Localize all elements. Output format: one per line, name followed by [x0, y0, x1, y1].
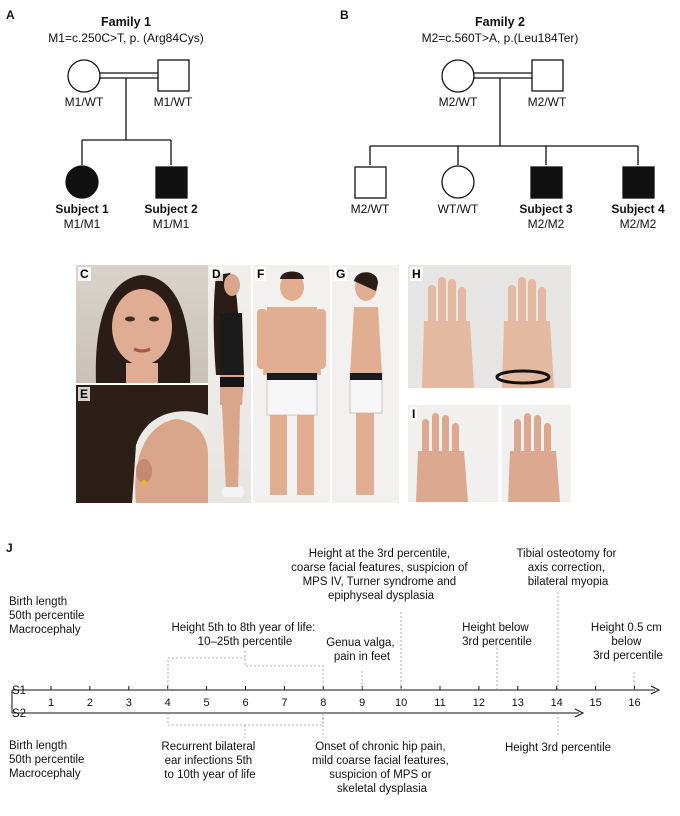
family1-subject2-genotype: M1/M1: [153, 217, 190, 231]
s1-tibial-annotation: Tibial osteotomy for axis correction, bi…: [516, 548, 619, 588]
s1-birth-annotation: Birth length 50th percentile Macrocephal…: [9, 596, 88, 636]
panel-label-f: F: [255, 267, 267, 281]
timeline-tick-label-16: 16: [628, 697, 640, 709]
panel-label-e: E: [78, 387, 91, 401]
family1-mother-genotype: M1/WT: [65, 95, 104, 109]
hands-dorsal-illustration: [422, 277, 554, 388]
s1-axis-arrow: [650, 685, 661, 695]
family2-father-symbol: [531, 59, 564, 92]
timeline-tick-label-5: 5: [204, 697, 210, 709]
timeline-tick-label-6: 6: [242, 697, 248, 709]
s2-label: S2: [12, 708, 26, 720]
family2-subject3-name: Subject 3: [519, 202, 573, 216]
pedigree-panels: A B Family 1 M1=c.250C>T, p. (Arg84Cys) …: [6, 8, 665, 231]
panel-label-c: C: [78, 267, 91, 281]
timeline-tick-label-4: 4: [165, 697, 171, 709]
timeline-tick-label-12: 12: [473, 697, 485, 709]
family1-title: Family 1: [101, 15, 151, 29]
timeline-tick-label-9: 9: [359, 697, 365, 709]
panel-label-b: B: [340, 8, 349, 22]
timeline-tick-label-8: 8: [320, 697, 326, 709]
s2-birth-annotation: Birth length 50th percentile Macrocephal…: [9, 740, 88, 780]
family2-child2-genotype: WT/WT: [438, 202, 479, 216]
family2-subject3-symbol: [530, 166, 563, 199]
family1-subject1-symbol: [65, 165, 99, 199]
family2-subject4-name: Subject 4: [611, 202, 665, 216]
photo-i-hands-palmar: I: [408, 405, 571, 502]
face-front-illustration: [95, 275, 191, 383]
timeline-tick-label-15: 15: [589, 697, 601, 709]
timeline-tick-label-14: 14: [551, 697, 563, 709]
s1-genua-annotation: Genua valga, pain in feet: [326, 637, 398, 663]
timeline-tick-label-2: 2: [87, 697, 93, 709]
photo-g-body-side: G: [332, 265, 399, 503]
photo-e-ear-profile: E: [76, 385, 208, 503]
ear-profile-illustration: [76, 385, 208, 503]
family2-title: Family 2: [475, 15, 525, 29]
s2-hip-annotation: Onset of chronic hip pain, mild coarse f…: [312, 741, 452, 795]
hands-palmar-illustration: [416, 405, 560, 502]
s2-height-3rd-annotation: Height 3rd percentile: [505, 742, 611, 754]
family2-subject3-genotype: M2/M2: [528, 217, 565, 231]
family1-mutation: M1=c.250C>T, p. (Arg84Cys): [48, 31, 203, 45]
timeline-tick-label-11: 11: [434, 697, 445, 709]
photo-d-body-profile: D: [208, 265, 251, 503]
family2-child1-genotype: M2/WT: [351, 202, 390, 216]
s1-height-below-annotation: Height below 3rd percentile: [462, 622, 532, 648]
s1-height-3rd-annotation: Height at the 3rd percentile, coarse fac…: [291, 548, 471, 602]
leader-s1-height-5-8-start: [167, 657, 245, 690]
body-side-illustration: [349, 272, 383, 495]
timeline-tick-label-10: 10: [395, 697, 407, 709]
leader-s2-ear-span: [167, 713, 324, 726]
photo-c-face-front: C: [76, 265, 208, 383]
s1-height-05-annotation: Height 0.5 cm below 3rd percentile: [591, 622, 665, 662]
family1-father-genotype: M1/WT: [154, 95, 193, 109]
s2-axis-arrow: [574, 708, 585, 718]
panel-label-g: G: [334, 267, 348, 281]
s2-ear-annotation: Recurrent bilateral ear infections 5th t…: [161, 741, 258, 781]
timeline-tick-label-7: 7: [281, 697, 287, 709]
panel-label-h: H: [410, 267, 423, 281]
photo-f-body-front: F: [253, 265, 330, 503]
panel-label-a: A: [6, 8, 15, 22]
body-front-illustration: [257, 271, 326, 495]
family2-mother-genotype: M2/WT: [439, 95, 478, 109]
family1-subject1-genotype: M1/M1: [64, 217, 101, 231]
family2-child1-symbol: [354, 166, 387, 199]
timeline-tick-label-3: 3: [126, 697, 132, 709]
body-profile-illustration: [213, 273, 244, 497]
family2-father-genotype: M2/WT: [528, 95, 567, 109]
family2-mutation: M2=c.560T>A, p.(Leu184Ter): [422, 31, 579, 45]
timeline-leaders: [167, 592, 635, 738]
panel-label-d: D: [210, 267, 223, 281]
s1-height-5-8-annotation: Height 5th to 8th year of life: 10–25th …: [171, 622, 318, 648]
timeline-tick-label-1: 1: [48, 697, 54, 709]
panel-label-j: J: [6, 541, 13, 555]
family1-subject2-name: Subject 2: [144, 202, 198, 216]
family2-mother-symbol: [441, 59, 475, 93]
family1-subject1-name: Subject 1: [55, 202, 109, 216]
family1-father-symbol: [157, 59, 190, 92]
photo-h-hands-dorsal: H: [408, 265, 571, 388]
family1-mother-symbol: [67, 59, 101, 93]
leader-s1-height-5-8: [244, 651, 324, 690]
family2-subject4-genotype: M2/M2: [620, 217, 657, 231]
family2-child2-symbol: [441, 165, 475, 199]
timeline-tick-label-13: 13: [512, 697, 524, 709]
s1-label: S1: [12, 685, 26, 697]
panel-label-i: I: [410, 407, 418, 421]
family1-subject2-symbol: [155, 166, 188, 199]
family2-subject4-symbol: [622, 166, 655, 199]
